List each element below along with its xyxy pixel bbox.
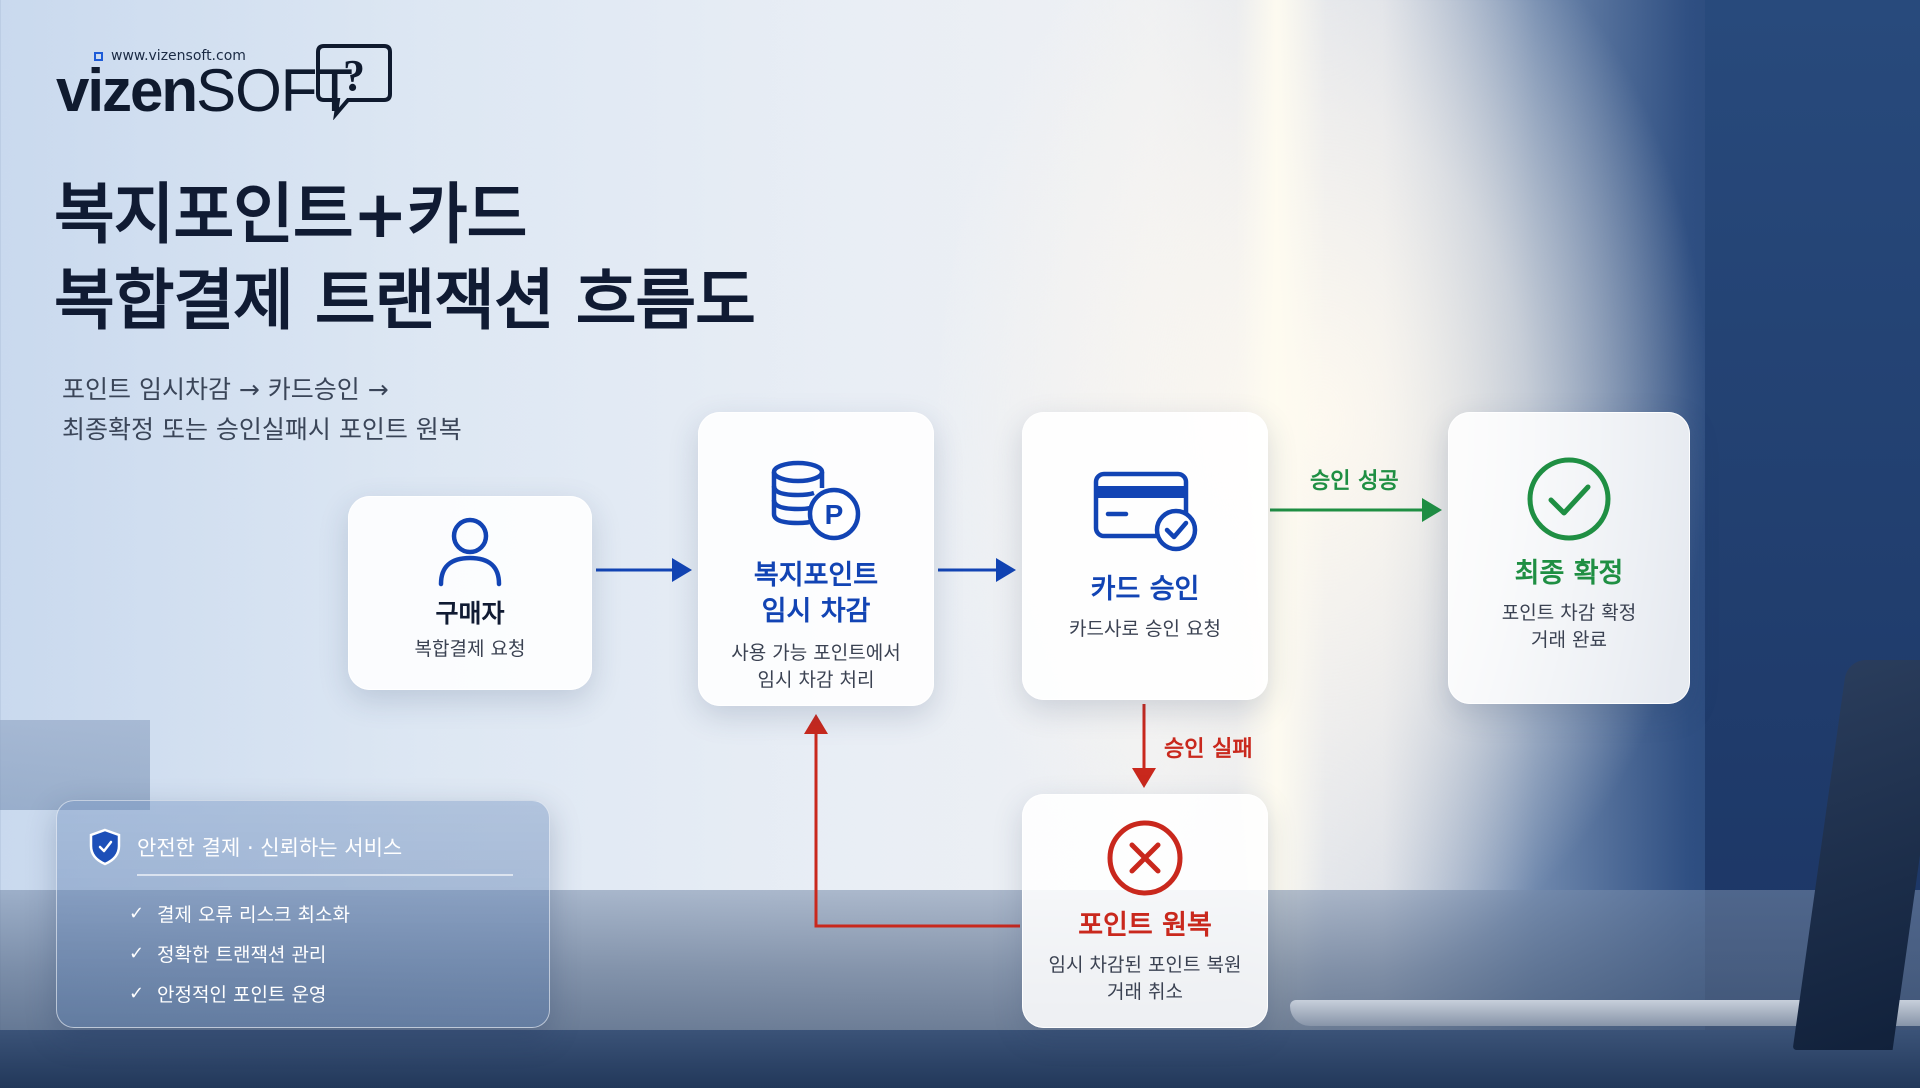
- node-final-title: 최종 확정: [1514, 558, 1624, 589]
- node-buyer-title: 구매자: [435, 599, 505, 628]
- logo-wordmark: vizenSOFT: [56, 56, 376, 125]
- info-item: ✓ 안정적인 포인트 운영: [129, 973, 350, 1013]
- point-badge-letter: P: [825, 499, 844, 530]
- edge-label-success: 승인 성공: [1310, 469, 1399, 494]
- node-point-title-1: 복지포인트: [753, 560, 879, 591]
- node-point-hold: P 복지포인트 임시 차감 사용 가능 포인트에서 임시 차감 처리: [698, 412, 934, 706]
- page-subtitle: 포인트 임시차감 → 카드승인 → 최종확정 또는 승인실패시 포인트 원복: [62, 370, 622, 450]
- logo-url: www.vizensoft.com: [94, 48, 334, 64]
- node-restore-desc-1: 임시 차감된 포인트 복원: [1048, 954, 1242, 976]
- node-card-approval: 카드 승인 카드사로 승인 요청: [1022, 412, 1268, 700]
- arrow-buyer-to-point: [596, 558, 692, 582]
- arrow-point-to-card: [938, 558, 1016, 582]
- node-buyer: 구매자 복합결제 요청: [348, 496, 592, 690]
- info-heading: 안전한 결제 · 신뢰하는 서비스: [87, 827, 402, 867]
- info-item: ✓ 정확한 트랜잭션 관리: [129, 933, 350, 973]
- info-heading-text: 안전한 결제 · 신뢰하는 서비스: [137, 836, 403, 860]
- title-line-2: 복합결제 트랜잭션 흐름도: [54, 262, 756, 339]
- check-circle-icon: [1527, 457, 1611, 541]
- background-desk: [0, 1030, 1920, 1088]
- shield-icon: [89, 828, 121, 866]
- node-point-desc-1: 사용 가능 포인트에서: [731, 642, 901, 664]
- check-icon: ✓: [129, 982, 145, 1004]
- check-icon: ✓: [129, 902, 145, 924]
- info-item-text: 결제 오류 리스크 최소화: [157, 903, 350, 926]
- info-item: ✓ 결제 오류 리스크 최소화: [129, 893, 350, 933]
- coin-stack-point-icon: P: [771, 460, 861, 541]
- bubble-char: ?: [343, 51, 365, 100]
- square-icon: [94, 51, 103, 61]
- subtitle-line-1: 포인트 임시차감 → 카드승인 →: [62, 375, 389, 404]
- subtitle-line-2: 최종확정 또는 승인실패시 포인트 원복: [62, 415, 462, 444]
- node-point-desc-2: 임시 차감 처리: [757, 669, 875, 691]
- info-divider: [137, 874, 513, 876]
- logo-name-light: SOFT: [196, 57, 353, 124]
- question-bubble-icon: ?: [316, 44, 392, 120]
- x-circle-icon: [1107, 820, 1183, 896]
- info-item-text: 안정적인 포인트 운영: [157, 983, 327, 1006]
- background-shelf: [0, 720, 150, 810]
- node-restore-desc-2: 거래 취소: [1107, 981, 1183, 1003]
- user-icon: [438, 517, 502, 587]
- trust-info-panel: 안전한 결제 · 신뢰하는 서비스 ✓ 결제 오류 리스크 최소화 ✓ 정확한 트랜…: [56, 800, 550, 1028]
- page-title: 복지포인트+카드 복합결제 트랜잭션 흐름도: [54, 172, 854, 344]
- credit-card-check-icon: [1093, 471, 1198, 552]
- node-final-confirm: 최종 확정 포인트 차감 확정 거래 완료: [1448, 412, 1690, 704]
- check-icon: ✓: [129, 942, 145, 964]
- node-card-desc: 카드사로 승인 요청: [1069, 618, 1221, 640]
- node-restore-title: 포인트 원복: [1078, 910, 1212, 941]
- title-line-1: 복지포인트+카드: [54, 176, 527, 253]
- node-card-title: 카드 승인: [1090, 574, 1200, 605]
- node-buyer-desc: 복합결제 요청: [414, 638, 526, 660]
- node-final-desc-1: 포인트 차감 확정: [1501, 602, 1637, 624]
- edge-label-fail: 승인 실패: [1164, 737, 1253, 762]
- node-point-title-2: 임시 차감: [761, 596, 871, 627]
- info-list: ✓ 결제 오류 리스크 최소화 ✓ 정확한 트랜잭션 관리 ✓ 안정적인 포인트 운영: [129, 893, 350, 1013]
- logo-name-bold: vizen: [56, 57, 198, 124]
- node-final-desc-2: 거래 완료: [1531, 629, 1607, 651]
- logo-url-text: www.vizensoft.com: [111, 48, 246, 64]
- node-point-restore: 포인트 원복 임시 차감된 포인트 복원 거래 취소: [1022, 794, 1268, 1028]
- info-item-text: 정확한 트랜잭션 관리: [157, 943, 327, 966]
- arrow-card-to-restore: [1132, 704, 1156, 788]
